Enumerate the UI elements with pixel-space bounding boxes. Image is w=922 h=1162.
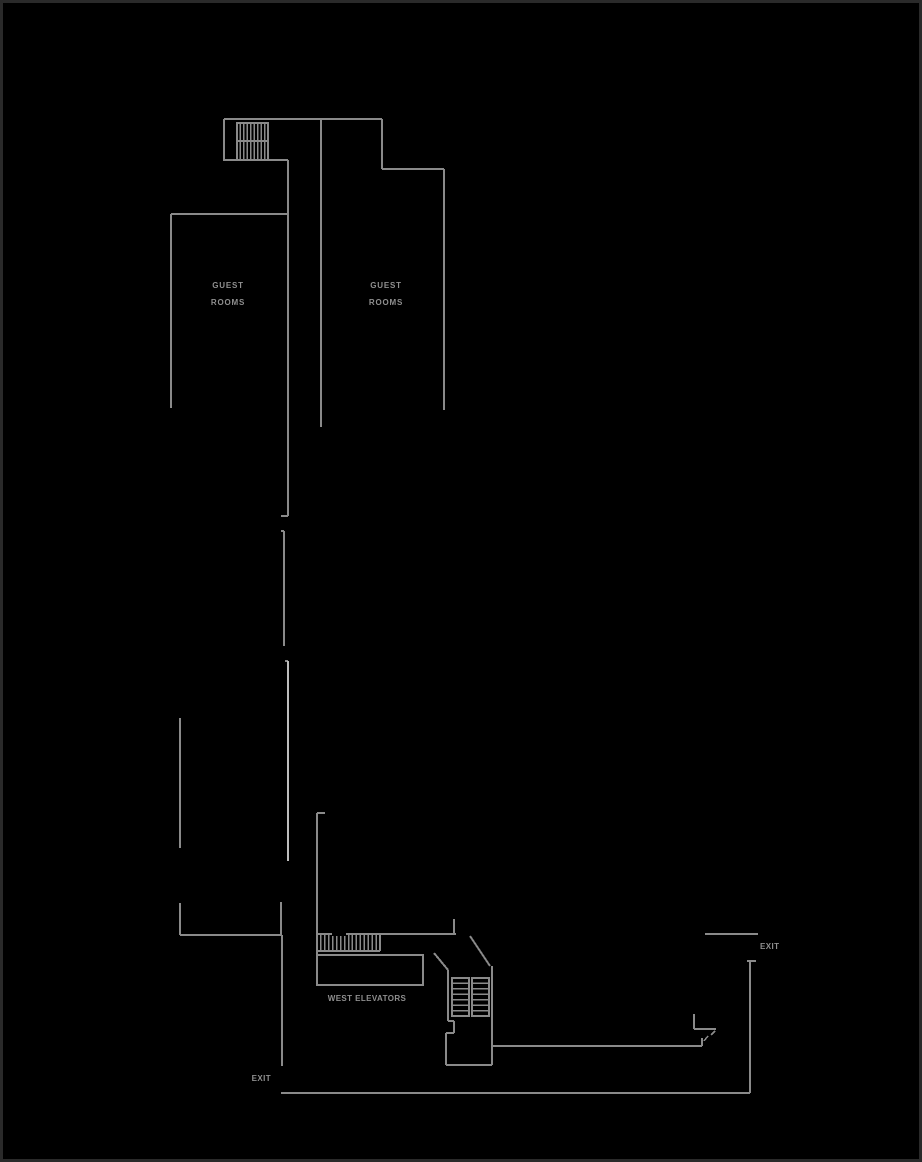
room-label-guest-rooms-left: GUEST ROOMS bbox=[210, 281, 246, 307]
exit-label-bottom-left: EXIT bbox=[251, 1074, 271, 1083]
floor-plan-drawing bbox=[170, 118, 758, 1094]
room-label-guest-rooms-right: GUEST ROOMS bbox=[368, 281, 404, 307]
room-label-west-elevators: WEST ELEVATORS bbox=[327, 994, 407, 1003]
exit-label-right: EXIT bbox=[760, 942, 780, 951]
